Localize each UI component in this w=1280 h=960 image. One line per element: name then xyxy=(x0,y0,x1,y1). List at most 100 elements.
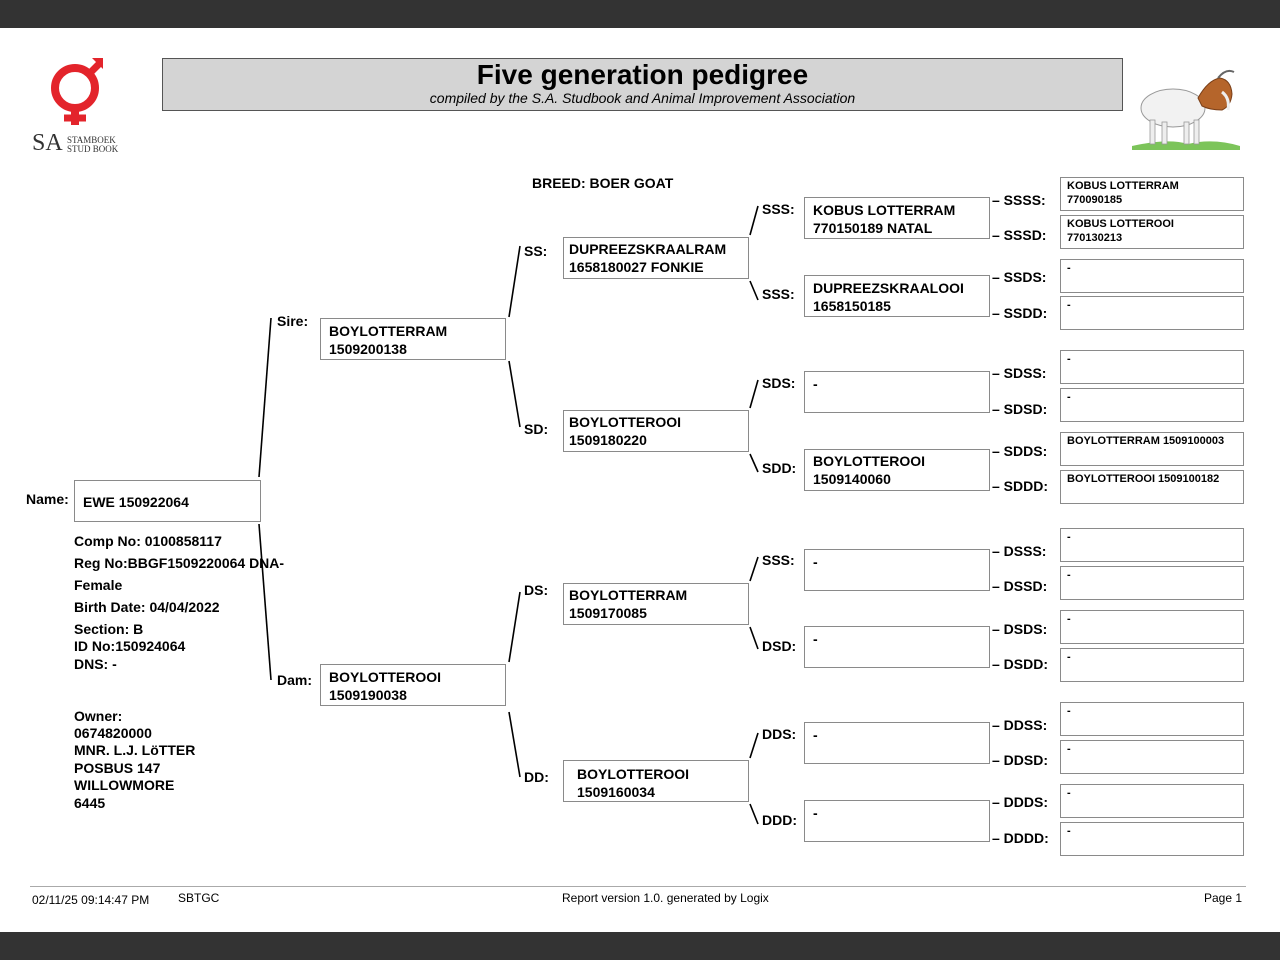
sire-box: BOYLOTTERRAM 1509200138 xyxy=(320,318,506,360)
gen4-name: - xyxy=(1067,651,1071,663)
gen4-name: - xyxy=(1067,825,1071,837)
sddd-label: – SDDD: xyxy=(992,478,1049,494)
gen3-name: DUPREEZSKRAALOOI xyxy=(813,280,964,296)
logo-sa-text: SA xyxy=(32,130,63,156)
sss-label: SSS: xyxy=(762,201,795,217)
sire-name: BOYLOTTERRAM xyxy=(329,323,448,339)
gen4-name: - xyxy=(1067,353,1071,365)
gen3-name: - xyxy=(813,376,818,392)
footer-page: Page 1 xyxy=(1204,891,1243,905)
ssd-label: SSS: xyxy=(762,286,795,302)
ssdd-box: - xyxy=(1060,296,1244,330)
sd-label: SD: xyxy=(524,421,549,437)
gen3-number: 770150189 NATAL xyxy=(813,220,933,236)
section: Section: B xyxy=(74,621,144,637)
sdsd-box: - xyxy=(1060,388,1244,422)
ddsd-box: - xyxy=(1060,740,1244,774)
dsd-box: - xyxy=(804,626,990,668)
sdss-label: – SDSS: xyxy=(992,365,1047,381)
gen4-name: BOYLOTTERRAM 1509100003 xyxy=(1067,435,1225,447)
gen4-number: 770130213 xyxy=(1067,232,1123,244)
sdd-label: SDD: xyxy=(762,460,797,476)
sdss-box: - xyxy=(1060,350,1244,384)
sds-box: - xyxy=(804,371,990,413)
dsss-label: – DSSS: xyxy=(992,543,1047,559)
sds-label: SDS: xyxy=(762,375,796,391)
owner-line: WILLOWMORE xyxy=(74,777,175,793)
ds-label: DS: xyxy=(524,582,549,598)
birth-date: Birth Date: 04/04/2022 xyxy=(74,599,220,615)
dam-label: Dam: xyxy=(277,672,313,688)
animal-name-box: EWE 150922064 xyxy=(74,480,261,522)
sd-box: BOYLOTTEROOI 1509180220 xyxy=(563,410,749,452)
footer-report: Report version 1.0. generated by Logix xyxy=(562,891,769,905)
gen4-name: - xyxy=(1067,569,1071,581)
logo-line1: STAMBOEK xyxy=(67,135,116,145)
dss-box: - xyxy=(804,549,990,591)
gen3-name: - xyxy=(813,631,818,647)
owner-line: MNR. L.J. LöTTER xyxy=(74,742,196,758)
name-label: Name: xyxy=(26,491,69,507)
gen3-name: BOYLOTTEROOI xyxy=(813,453,925,469)
id-no: ID No:150924064 xyxy=(74,638,186,654)
logo-line2: STUD BOOK xyxy=(67,144,119,154)
sssd-label: – SSSD: xyxy=(992,227,1047,243)
gen3-number: 1509140060 xyxy=(813,471,891,487)
gen4-name: - xyxy=(1067,299,1071,311)
dam-number: 1509190038 xyxy=(329,687,407,703)
dssd-label: – DSSD: xyxy=(992,578,1048,594)
footer-datetime: 02/11/25 09:14:47 PM xyxy=(32,893,150,907)
dsdd-box: - xyxy=(1060,648,1244,682)
sss-box: KOBUS LOTTERRAM 770150189 NATAL xyxy=(804,197,990,239)
footer-code: SBTGC xyxy=(178,891,220,905)
owner-label: Owner: xyxy=(74,708,123,724)
ssdd-label: – SSDD: xyxy=(992,305,1048,321)
dss-label: SSS: xyxy=(762,552,795,568)
gen4-name: - xyxy=(1067,787,1071,799)
sdd-box: BOYLOTTEROOI 1509140060 xyxy=(804,449,990,491)
dam-box: BOYLOTTEROOI 1509190038 xyxy=(320,664,506,706)
ssds-label: – SSDS: xyxy=(992,269,1047,285)
sire-number: 1509200138 xyxy=(329,341,407,357)
gen4-name: - xyxy=(1067,391,1071,403)
ssds-box: - xyxy=(1060,259,1244,293)
owner-line: POSBUS 147 xyxy=(74,760,161,776)
page-subtitle: compiled by the S.A. Studbook and Animal… xyxy=(429,90,856,106)
sddd-box: BOYLOTTEROOI 1509100182 xyxy=(1060,470,1244,504)
comp-no: Comp No: 0100858117 xyxy=(74,533,222,549)
ddd-label: DDD: xyxy=(762,812,797,828)
ddsd-label: – DDSD: xyxy=(992,752,1049,768)
dssd-box: - xyxy=(1060,566,1244,600)
dam-name: BOYLOTTEROOI xyxy=(329,669,441,685)
gen4-number: 770090185 xyxy=(1067,194,1123,206)
sd-name: BOYLOTTEROOI xyxy=(569,414,681,430)
gen3-name: KOBUS LOTTERRAM xyxy=(813,202,956,218)
dsds-label: – DSDS: xyxy=(992,621,1048,637)
dd-box: BOYLOTTEROOI 1509160034 xyxy=(563,760,749,802)
bottom-frame-bar xyxy=(0,932,1280,960)
dds-box: - xyxy=(804,722,990,764)
ssd-box: DUPREEZSKRAALOOI 1658150185 xyxy=(804,275,990,317)
sa-studbook-logo: SA STAMBOEK STUD BOOK xyxy=(30,55,140,160)
ss-number: 1658180027 FONKIE xyxy=(569,259,704,275)
dd-label: DD: xyxy=(524,769,549,785)
owner-line: 0674820000 xyxy=(74,725,152,741)
gen4-name: KOBUS LOTTERRAM xyxy=(1067,180,1179,192)
ddds-box: - xyxy=(1060,784,1244,818)
gen4-name: - xyxy=(1067,743,1071,755)
ss-label: SS: xyxy=(524,243,548,259)
ssss-label: – SSSS: xyxy=(992,192,1046,208)
dds-label: DDS: xyxy=(762,726,797,742)
ss-box: DUPREEZSKRAALRAM 1658180027 FONKIE xyxy=(563,237,749,279)
dsds-box: - xyxy=(1060,610,1244,644)
owner-line: 6445 xyxy=(74,795,106,811)
ddss-box: - xyxy=(1060,702,1244,736)
page-title: Five generation pedigree xyxy=(476,59,809,90)
dddd-label: – DDDD: xyxy=(992,830,1049,846)
gen4-name: - xyxy=(1067,705,1071,717)
goat-illustration-icon xyxy=(1132,69,1240,150)
ddds-label: – DDDS: xyxy=(992,794,1049,810)
gen4-name: - xyxy=(1067,531,1071,543)
sdds-label: – SDDS: xyxy=(992,443,1048,459)
sire-label: Sire: xyxy=(277,313,309,329)
